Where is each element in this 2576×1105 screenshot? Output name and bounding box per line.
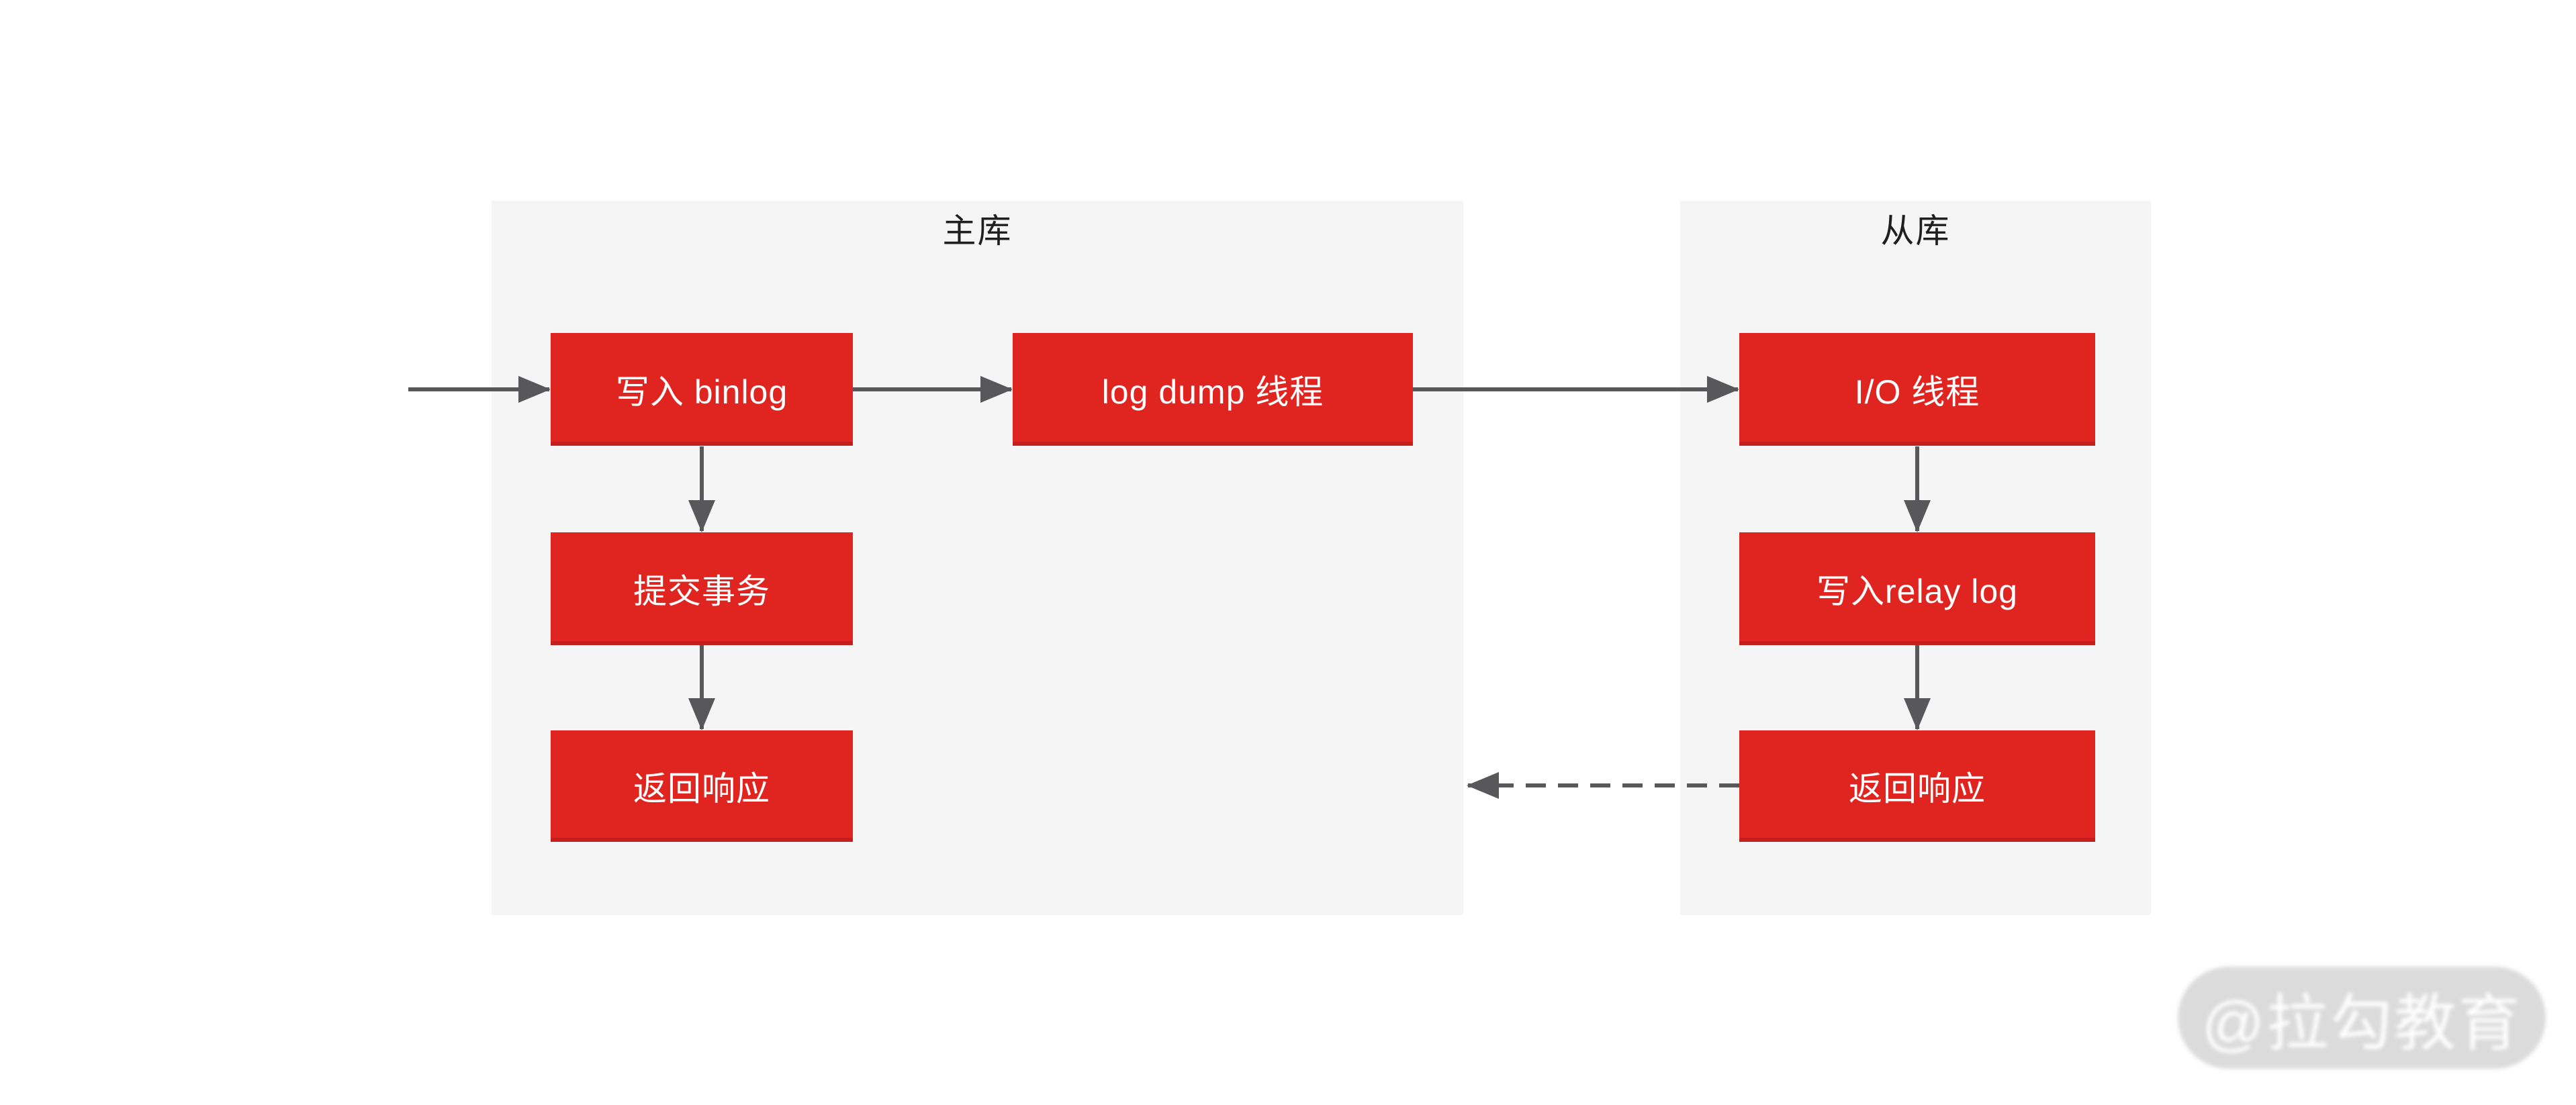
node-log-dump-thread: log dump 线程 — [1013, 333, 1413, 446]
node-write-relay-log: 写入relay log — [1739, 532, 2095, 645]
node-commit-transaction: 提交事务 — [551, 532, 853, 645]
node-return-response-master: 返回响应 — [551, 730, 853, 842]
panel-master-title: 主库 — [942, 212, 1013, 250]
watermark-badge: @拉勾教育 — [2178, 967, 2546, 1069]
node-write-binlog: 写入 binlog — [551, 333, 853, 446]
node-return-response-slave: 返回响应 — [1739, 730, 2095, 842]
panel-slave-title: 从库 — [1880, 212, 1951, 250]
node-io-thread: I/O 线程 — [1739, 333, 2095, 446]
